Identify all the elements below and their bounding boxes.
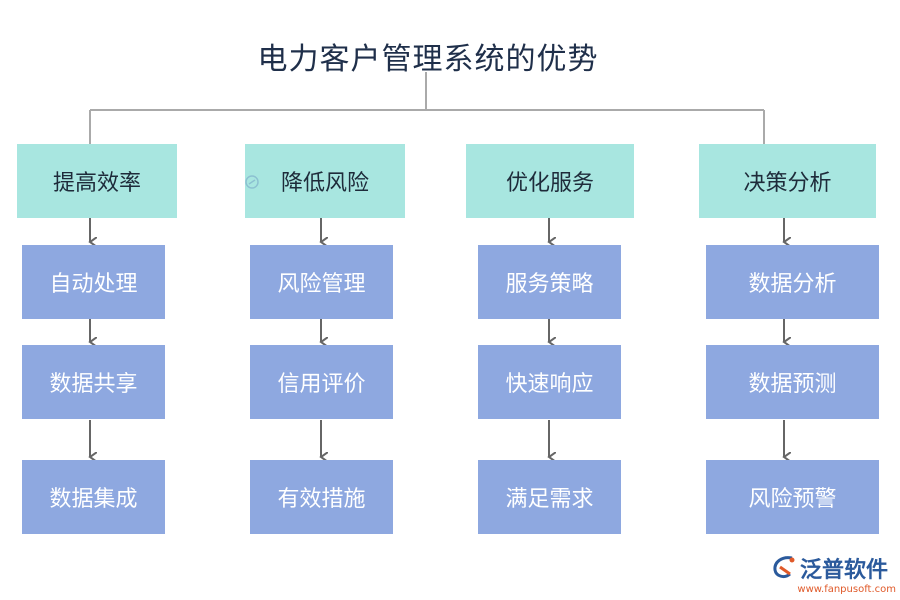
category-box-efficiency: 提高效率 [17, 144, 177, 218]
category-box-decision: 决策分析 [699, 144, 876, 218]
item-box: 自动处理 [22, 245, 165, 319]
item-box: 满足需求 [478, 460, 621, 534]
item-box: 数据共享 [22, 345, 165, 419]
category-box-service: 优化服务 [466, 144, 634, 218]
item-box: 数据集成 [22, 460, 165, 534]
logo-swirl-icon [773, 556, 795, 579]
item-box: 快速响应 [478, 345, 621, 419]
logo-name: 泛普软件 [800, 558, 889, 583]
item-box: 风险管理 [250, 245, 393, 319]
logo-url: www.fanpusoft.com [797, 584, 896, 595]
item-box: 有效措施 [250, 460, 393, 534]
item-box: 服务策略 [478, 245, 621, 319]
item-box: 数据预测 [706, 345, 879, 419]
item-box: 数据分析 [706, 245, 879, 319]
category-box-risk: 降低风险 [245, 144, 405, 218]
watermark-icon [245, 175, 259, 189]
diagram-title: 电力客户管理系统的优势 [257, 42, 599, 77]
item-box: 风险预警 [706, 460, 879, 534]
brand-logo: 泛普软件 www.fanpusoft.com [770, 552, 896, 598]
item-box: 信用评价 [250, 345, 393, 419]
